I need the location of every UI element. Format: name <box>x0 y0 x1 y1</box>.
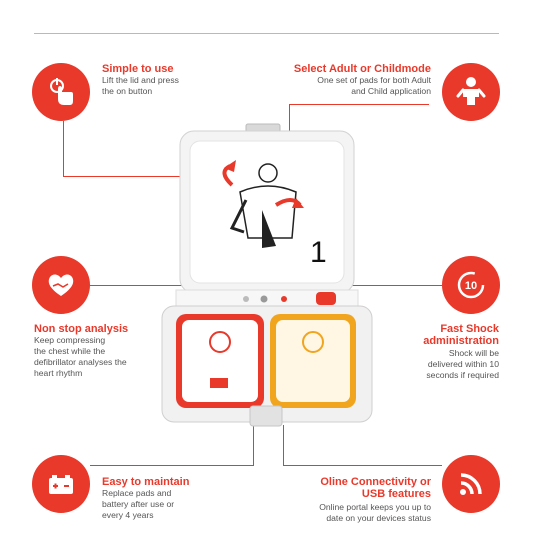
hand-press-power-icon <box>50 78 73 105</box>
maintain-title: Easy to maintain <box>102 476 190 488</box>
lid-number: 1 <box>310 236 327 269</box>
simple-to-use-icon-badge <box>32 63 90 121</box>
leader-select-h <box>289 104 429 105</box>
analysis-icon-badge <box>32 256 90 314</box>
wifi-signal-icon <box>460 473 482 495</box>
leader-connect-h <box>283 465 442 466</box>
connect-icon-badge <box>442 455 500 513</box>
analysis-title: Non stop analysis <box>34 323 129 335</box>
svg-text:10: 10 <box>465 280 477 292</box>
shock-icon-badge: 10 <box>442 256 500 314</box>
leader-simple-v <box>63 121 64 176</box>
leader-maintain-h <box>90 465 253 466</box>
heart-hands-icon <box>48 274 74 296</box>
leader-select-v <box>289 104 290 290</box>
timer-10-icon: 10 <box>457 271 485 299</box>
select-mode-title: Select Adult or Childmode <box>293 63 431 75</box>
simple-to-use-title: Simple to use <box>102 63 174 75</box>
battery-icon <box>49 475 73 494</box>
leader-simple-h <box>63 176 226 177</box>
top-divider <box>34 33 499 34</box>
baby-icon <box>456 77 486 105</box>
select-mode-icon-badge <box>442 63 500 121</box>
leader-connect-v <box>283 425 284 466</box>
leader-analysis <box>90 285 200 286</box>
maintain-icon-badge <box>32 455 90 513</box>
leader-maintain-v <box>253 425 254 466</box>
leader-shock <box>345 285 442 286</box>
